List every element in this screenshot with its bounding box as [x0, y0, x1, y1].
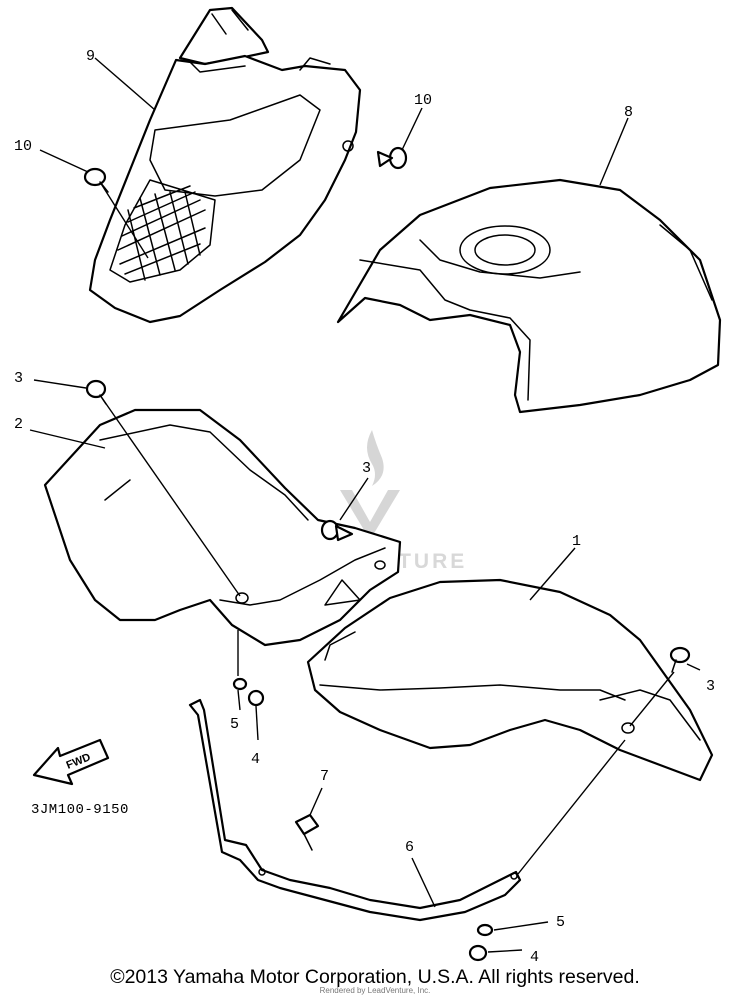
part-10-screw-left: [83, 167, 109, 193]
callout-5-left: 5: [230, 716, 239, 733]
callouts: 9 10 10 8 3 2 3 1 3 5 4 7 6 5 4: [14, 48, 715, 966]
callout-8: 8: [624, 104, 633, 121]
callout-5-right: 5: [556, 914, 565, 931]
callout-3-top: 3: [14, 370, 23, 387]
callout-6: 6: [405, 839, 414, 856]
part-3-screw-a: [85, 379, 107, 405]
part-3-screw-c: [669, 646, 691, 673]
callout-10-left: 10: [14, 138, 32, 155]
part-8-tank-cover: [336, 178, 722, 414]
part-4-nut-a: [247, 689, 265, 707]
callout-4-right: 4: [530, 949, 539, 966]
part-6-stay-bracket: [188, 698, 522, 922]
callout-9: 9: [86, 48, 95, 65]
part-1-rear-fender: [306, 578, 714, 782]
callout-3-middle: 3: [362, 460, 371, 477]
part-5-washer-b: [476, 923, 494, 937]
callout-2: 2: [14, 416, 23, 433]
callout-1: 1: [572, 533, 581, 550]
part-3-screw-b: [320, 519, 354, 542]
callout-3-right: 3: [706, 678, 715, 695]
part-10-screw-right: [376, 146, 408, 170]
callout-10-right: 10: [414, 92, 432, 109]
fwd-arrow: FWD: [32, 738, 110, 786]
diagram-code: 3JM100-9150: [31, 802, 129, 818]
part-9-front-panel: [88, 6, 362, 324]
part-7-bolt: [294, 813, 320, 851]
callout-4-left: 4: [251, 751, 260, 768]
part-4-nut-b: [468, 944, 488, 962]
rendered-by-notice: Rendered by LeadVenture, Inc.: [319, 986, 431, 995]
callout-7: 7: [320, 768, 329, 785]
copyright-notice: ©2013 Yamaha Motor Corporation, U.S.A. A…: [110, 966, 640, 988]
part-2-front-fender: [43, 408, 402, 647]
leader-lines: [29, 57, 701, 953]
part-5-washer-a: [232, 677, 248, 691]
